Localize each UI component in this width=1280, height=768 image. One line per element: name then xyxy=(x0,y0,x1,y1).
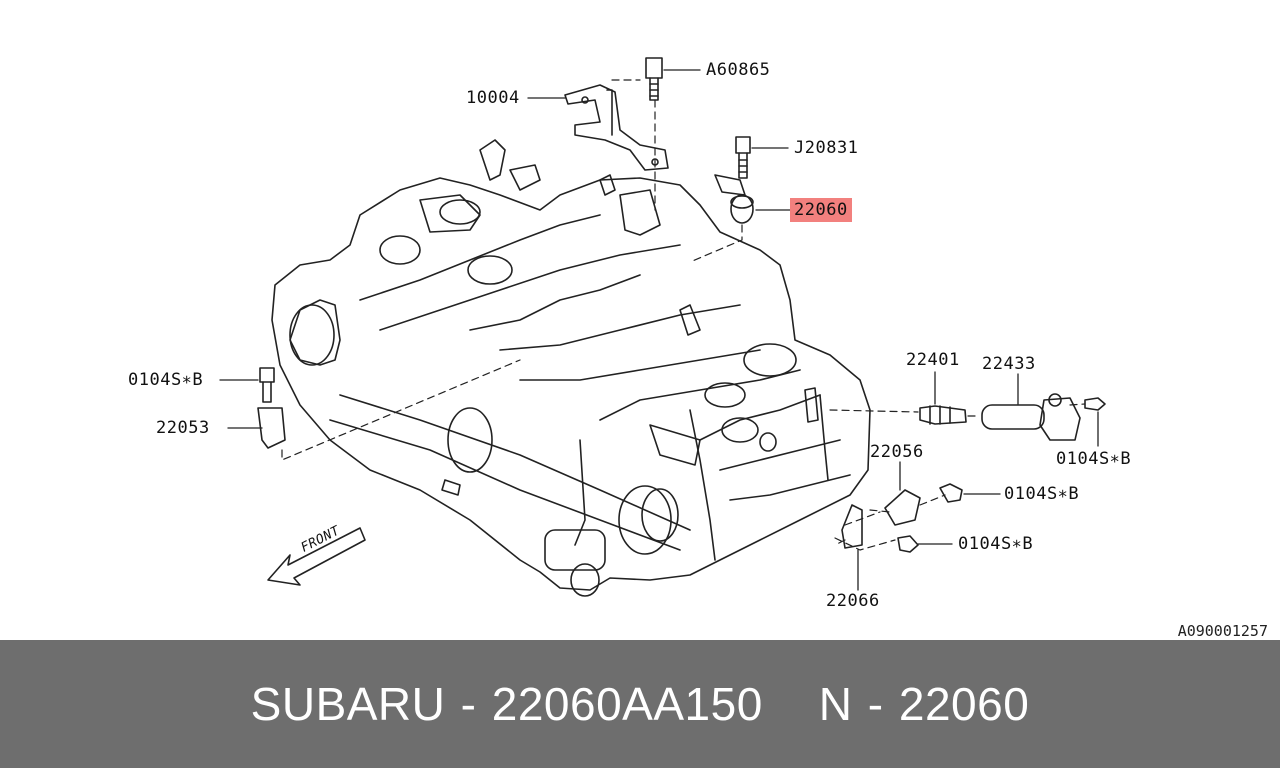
sensor-22066 xyxy=(841,504,919,553)
label-22056: 22056 xyxy=(870,442,924,462)
sensor-22056 xyxy=(884,483,963,526)
label-bolt-right-top: 0104S∗B xyxy=(1056,449,1132,469)
parts-diagram: A60865 10004 J20831 22060 22401 22433 01… xyxy=(128,57,1268,640)
label-10004: 10004 xyxy=(466,88,520,108)
footer-caption: SUBARU - 22060AA150 N - 22060 xyxy=(0,640,1280,768)
bracket-10004 xyxy=(564,84,669,171)
label-j20831: J20831 xyxy=(794,138,859,158)
label-a60865: A60865 xyxy=(706,60,771,80)
engine-block xyxy=(271,139,871,597)
label-22066: 22066 xyxy=(826,591,880,611)
label-bolt-left: 0104S∗B xyxy=(128,370,204,390)
drawing-code: A090001257 xyxy=(1177,622,1268,640)
label-22060-highlighted: 22060 xyxy=(790,198,852,222)
bolt-j20831 xyxy=(735,136,751,179)
label-bolt-right-mid: 0104S∗B xyxy=(1004,484,1080,504)
label-bolt-right-low: 0104S∗B xyxy=(958,534,1034,554)
label-22401: 22401 xyxy=(906,350,960,370)
bolt-a60865 xyxy=(645,57,663,101)
brand-part-number: SUBARU - 22060AA150 xyxy=(250,678,763,730)
footer-bar: SUBARU - 22060AA150 N - 22060 xyxy=(0,640,1280,768)
label-22053: 22053 xyxy=(156,418,210,438)
knock-sensor-22060 xyxy=(714,174,754,224)
label-22433: 22433 xyxy=(982,354,1036,374)
engine-drawing xyxy=(219,57,1106,597)
coil-22433 xyxy=(981,393,1106,441)
leader-lines xyxy=(219,69,1099,591)
oem-number: N - 22060 xyxy=(818,678,1030,730)
spark-plug-22401 xyxy=(919,405,967,425)
front-arrow xyxy=(267,527,366,586)
sensor-22053 xyxy=(257,367,286,449)
dashed-lines xyxy=(281,79,1086,551)
